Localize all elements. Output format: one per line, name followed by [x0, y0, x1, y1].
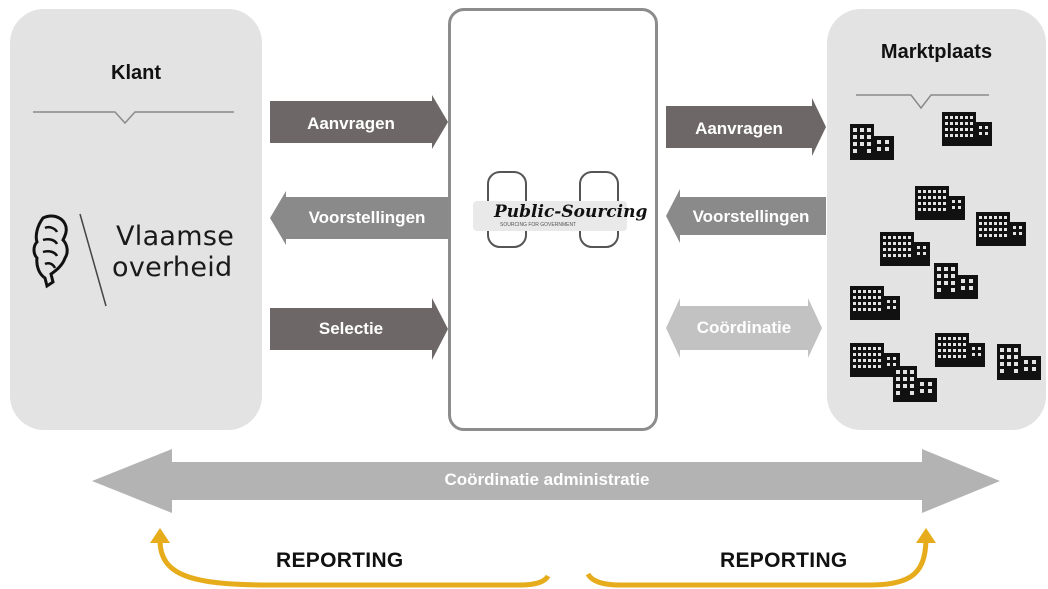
arrow-left-voorstellingen: [270, 191, 448, 245]
label-right-coordinatie: Coördinatie: [696, 318, 792, 337]
arrow-coordinatie-administratie: [92, 449, 1000, 513]
reporting-arrowhead-right: [916, 528, 936, 543]
building-icon: [935, 333, 985, 367]
label-left-selectie: Selectie: [318, 319, 384, 338]
client-title: Klant: [111, 62, 161, 84]
marketplace-title-divider: [856, 94, 989, 110]
label-right-aanvragen: Aanvragen: [695, 119, 783, 138]
logo-divider-line: [79, 213, 107, 307]
building-icon: [850, 286, 900, 320]
reporting-curve-right: [585, 539, 929, 588]
public-sourcing-tagline: SOURCING FOR GOVERNMENT: [500, 222, 577, 228]
building-icon: [997, 344, 1041, 380]
label-right-voorstellingen: Voorstellingen: [692, 207, 810, 226]
arrow-left-selectie: [270, 298, 448, 360]
label-coordinatie-administratie: Coördinatie administratie: [444, 470, 650, 489]
building-icon: [850, 124, 894, 160]
label-left-aanvragen: Aanvragen: [307, 114, 395, 133]
arrow-left-aanvragen: [270, 95, 448, 149]
label-left-voorstellingen: Voorstellingen: [308, 208, 426, 227]
flemish-lion-icon: [32, 214, 69, 289]
arrow-right-voorstellingen: [666, 189, 826, 243]
logo-text-line2: overheid: [112, 252, 233, 283]
reporting-label-right: REPORTING: [720, 549, 848, 572]
arrow-right-aanvragen: [666, 98, 826, 156]
client-title-divider: [33, 111, 234, 125]
building-icon: [976, 212, 1026, 246]
building-icon: [880, 232, 930, 266]
building-icon: [915, 186, 965, 220]
reporting-curve-left: [157, 539, 551, 588]
public-sourcing-logo-text: Public-Sourcing: [494, 202, 648, 222]
building-icon: [893, 366, 937, 402]
reporting-label-left: REPORTING: [276, 549, 404, 572]
building-icon: [850, 343, 900, 377]
arrow-right-coordinatie: [666, 298, 822, 358]
building-icon: [942, 112, 992, 146]
logo-text-line1: Vlaamse: [116, 221, 235, 252]
building-icon: [934, 263, 978, 299]
client-panel: Klant: [10, 9, 262, 430]
marketplace-title: Marktplaats: [880, 41, 993, 63]
public-sourcing-logo-bg: [473, 201, 627, 231]
reporting-arrowhead-left: [150, 528, 170, 543]
